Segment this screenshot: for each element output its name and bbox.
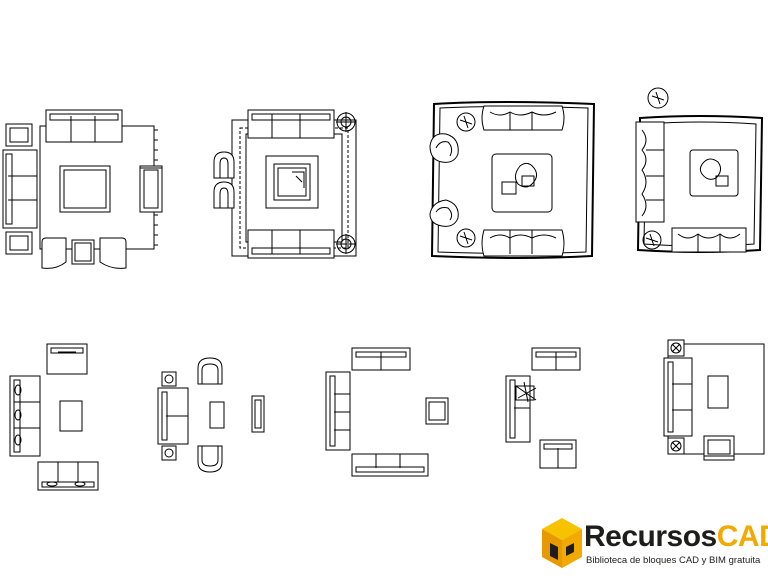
sofa-left — [325, 371, 351, 451]
recursoscad-watermark: RecursosCAD Biblioteca de bloques CAD y … — [540, 516, 768, 576]
armchair-top — [197, 357, 223, 385]
armchair-top — [46, 343, 88, 375]
loveseat-bottom — [539, 439, 577, 469]
armchair-bottom — [197, 445, 223, 473]
lamp-top — [667, 339, 685, 357]
brand-title-part1: Recursos — [584, 520, 717, 553]
sofa-bottom — [671, 227, 747, 253]
sofa-top — [531, 347, 581, 371]
living-room-block-9 — [663, 339, 765, 461]
coffee-table — [59, 400, 83, 432]
lamp-bottom — [667, 437, 685, 455]
coffee-table — [209, 401, 225, 429]
side-table-top — [161, 371, 177, 387]
coffee-table — [265, 155, 319, 209]
brand-title-part2: CAD — [716, 520, 768, 553]
sofa — [663, 357, 693, 437]
sofa-bottom — [351, 453, 429, 477]
sofa-top — [351, 347, 411, 371]
plant-bottom — [456, 228, 476, 248]
side-table-bottom — [5, 231, 33, 255]
living-room-block-2 — [213, 109, 357, 259]
rug-fringe — [154, 129, 158, 246]
tv-unit — [139, 165, 163, 213]
plant — [515, 381, 537, 403]
lamp-top — [336, 112, 356, 132]
living-room-block-5 — [9, 343, 99, 491]
plant-top — [647, 87, 669, 109]
plant-bottom — [642, 230, 662, 250]
side-table-bottom — [161, 445, 177, 461]
armchair — [703, 435, 735, 461]
living-room-block-8 — [505, 347, 581, 469]
sofa-bottom — [37, 461, 99, 491]
sofa-top — [247, 109, 335, 139]
living-room-block-3 — [429, 101, 596, 259]
brand-subtitle: Biblioteca de bloques CAD y BIM gratuita — [586, 555, 761, 566]
cube-logo-icon — [542, 518, 582, 568]
coffee-table — [707, 375, 729, 409]
sofa-bottom — [247, 229, 335, 259]
living-room-block-4 — [635, 87, 764, 253]
coffee-table — [491, 153, 553, 213]
side-table-top — [5, 123, 33, 147]
living-room-block-6 — [157, 357, 265, 473]
sofa-left — [2, 149, 38, 229]
armchairs-bottom — [41, 237, 127, 269]
sofa — [157, 387, 189, 445]
brand-title: RecursosCAD — [584, 520, 768, 554]
armchair-bottom — [429, 199, 459, 227]
plant-top — [456, 112, 476, 132]
sofa-top — [481, 105, 565, 131]
console-table — [251, 395, 265, 433]
coffee-table — [59, 165, 111, 213]
armchair — [425, 397, 449, 425]
coffee-table — [689, 149, 739, 197]
armchair-top — [429, 133, 459, 163]
living-room-block-1 — [2, 109, 163, 269]
sofa-left — [9, 375, 41, 457]
rug — [430, 101, 596, 259]
living-room-block-7 — [325, 347, 449, 477]
sofa-left — [635, 121, 665, 223]
sofa-top — [45, 109, 123, 143]
lamp-bottom — [336, 234, 356, 254]
chairs-left — [213, 151, 235, 209]
sofa-bottom — [481, 229, 565, 257]
rug — [636, 115, 764, 253]
